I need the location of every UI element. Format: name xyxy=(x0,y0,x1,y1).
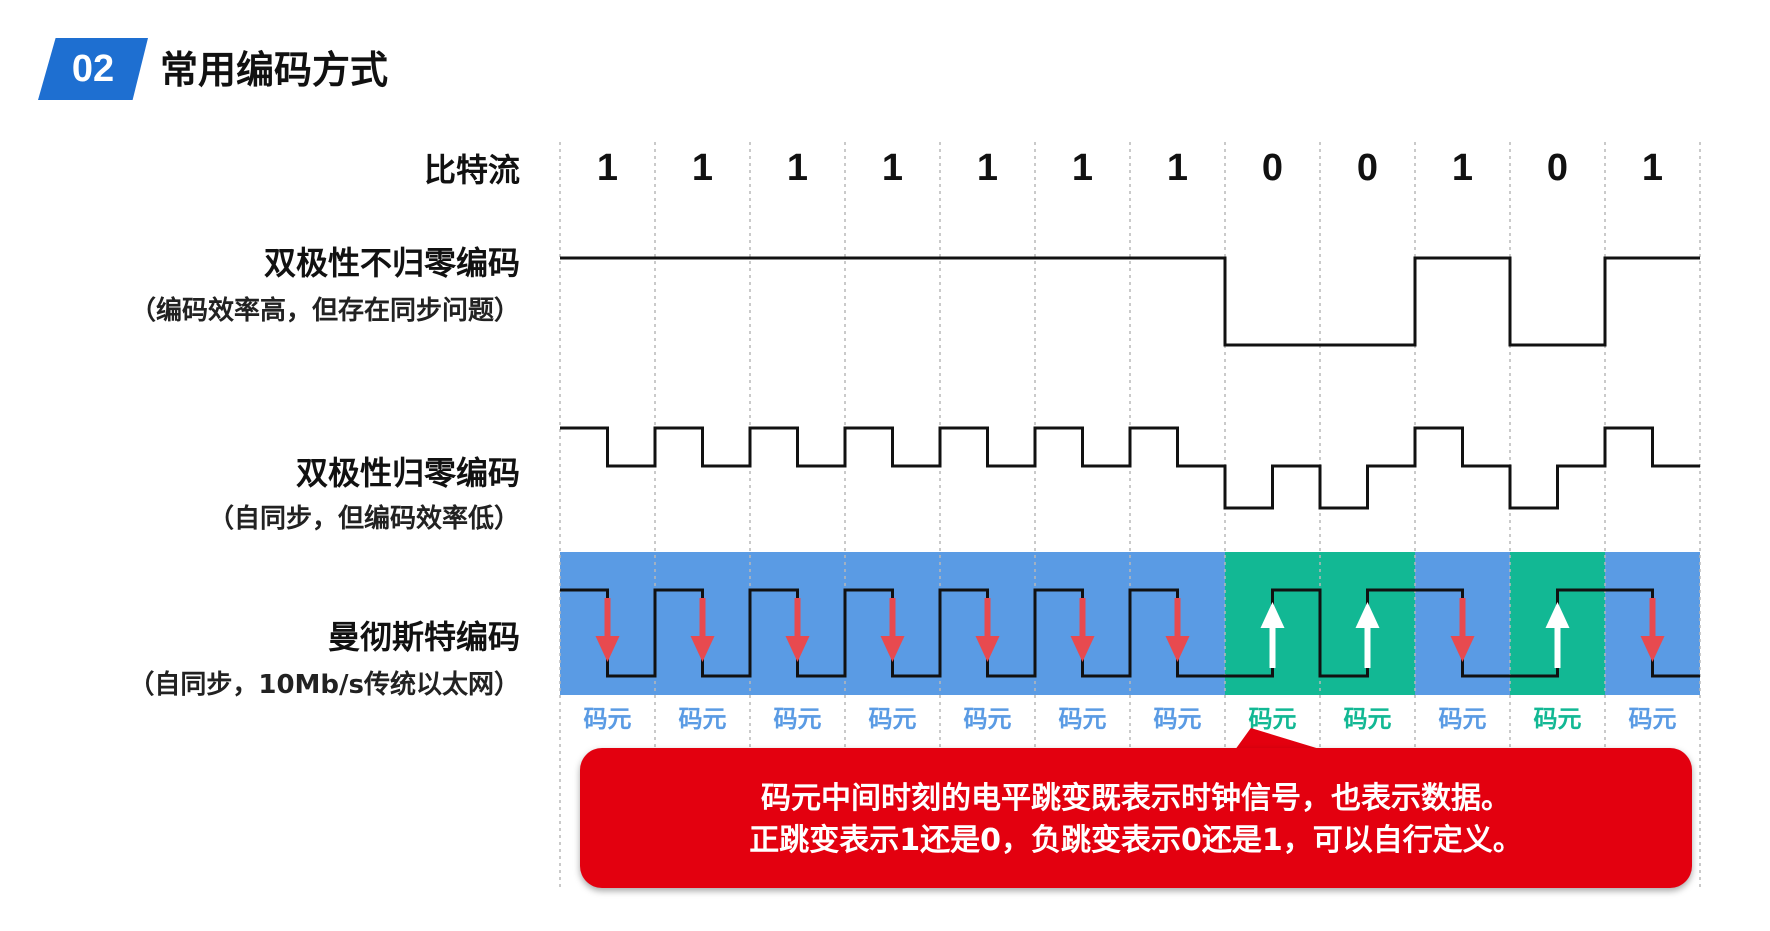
bit-value: 1 xyxy=(692,147,713,189)
callout-box: 码元中间时刻的电平跳变既表示时钟信号，也表示数据。 正跳变表示1还是0，负跳变表… xyxy=(580,748,1692,888)
nrz-note: （编码效率高，但存在同步问题） xyxy=(129,296,520,326)
up-arrow-icon xyxy=(1355,602,1380,628)
bit-value: 1 xyxy=(787,147,808,189)
down-arrow-icon xyxy=(1450,636,1475,662)
bit-value: 1 xyxy=(597,147,618,189)
down-arrow-icon xyxy=(1165,636,1190,662)
symbol-label: 码元 xyxy=(1249,705,1297,733)
down-arrow-icon xyxy=(1070,636,1095,662)
symbol-label: 码元 xyxy=(584,705,632,733)
down-arrow-icon xyxy=(1640,636,1665,662)
bit-value: 0 xyxy=(1547,147,1568,189)
symbol-label: 码元 xyxy=(1059,705,1107,733)
bit-value: 1 xyxy=(1167,147,1188,189)
symbol-label: 码元 xyxy=(1629,705,1677,733)
nrz-label: 双极性不归零编码 xyxy=(263,244,520,282)
symbol-label: 码元 xyxy=(679,705,727,733)
bit-value: 0 xyxy=(1262,147,1283,189)
callout-text: 码元中间时刻的电平跳变既表示时钟信号，也表示数据。 正跳变表示1还是0，负跳变表… xyxy=(580,778,1692,862)
rz-label: 双极性归零编码 xyxy=(295,454,520,492)
symbol-label: 码元 xyxy=(1154,705,1202,733)
down-arrow-icon xyxy=(785,636,810,662)
bitstream-label: 比特流 xyxy=(423,151,520,189)
section-title: 常用编码方式 xyxy=(160,48,389,92)
down-arrow-icon xyxy=(975,636,1000,662)
down-arrow-icon xyxy=(880,636,905,662)
symbol-label: 码元 xyxy=(1344,705,1392,733)
bit-value: 1 xyxy=(977,147,998,189)
symbol-label: 码元 xyxy=(1439,705,1487,733)
bit-value: 1 xyxy=(1452,147,1473,189)
bit-value: 1 xyxy=(882,147,903,189)
bit-value: 0 xyxy=(1357,147,1378,189)
manchester-note: （自同步，10Mb/s传统以太网） xyxy=(128,670,520,700)
symbol-label: 码元 xyxy=(869,705,917,733)
up-arrow-icon xyxy=(1545,602,1570,628)
down-arrow-icon xyxy=(690,636,715,662)
symbol-label: 码元 xyxy=(774,705,822,733)
rz-note: （自同步，但编码效率低） xyxy=(207,504,520,534)
up-arrow-icon xyxy=(1260,602,1285,628)
symbol-label: 码元 xyxy=(1534,705,1582,733)
bit-value: 1 xyxy=(1072,147,1093,189)
nrz-waveform xyxy=(560,256,1700,347)
bit-value: 1 xyxy=(1642,147,1663,189)
symbol-label: 码元 xyxy=(964,705,1012,733)
down-arrow-icon xyxy=(595,636,620,662)
section-number-badge: 02 xyxy=(38,38,148,100)
callout-line-2: 正跳变表示1还是0，负跳变表示0还是1，可以自行定义。 xyxy=(749,823,1523,858)
rz-waveform xyxy=(560,426,1700,510)
callout-line-1: 码元中间时刻的电平跳变既表示时钟信号，也表示数据。 xyxy=(761,781,1511,816)
manchester-label: 曼彻斯特编码 xyxy=(327,618,520,656)
